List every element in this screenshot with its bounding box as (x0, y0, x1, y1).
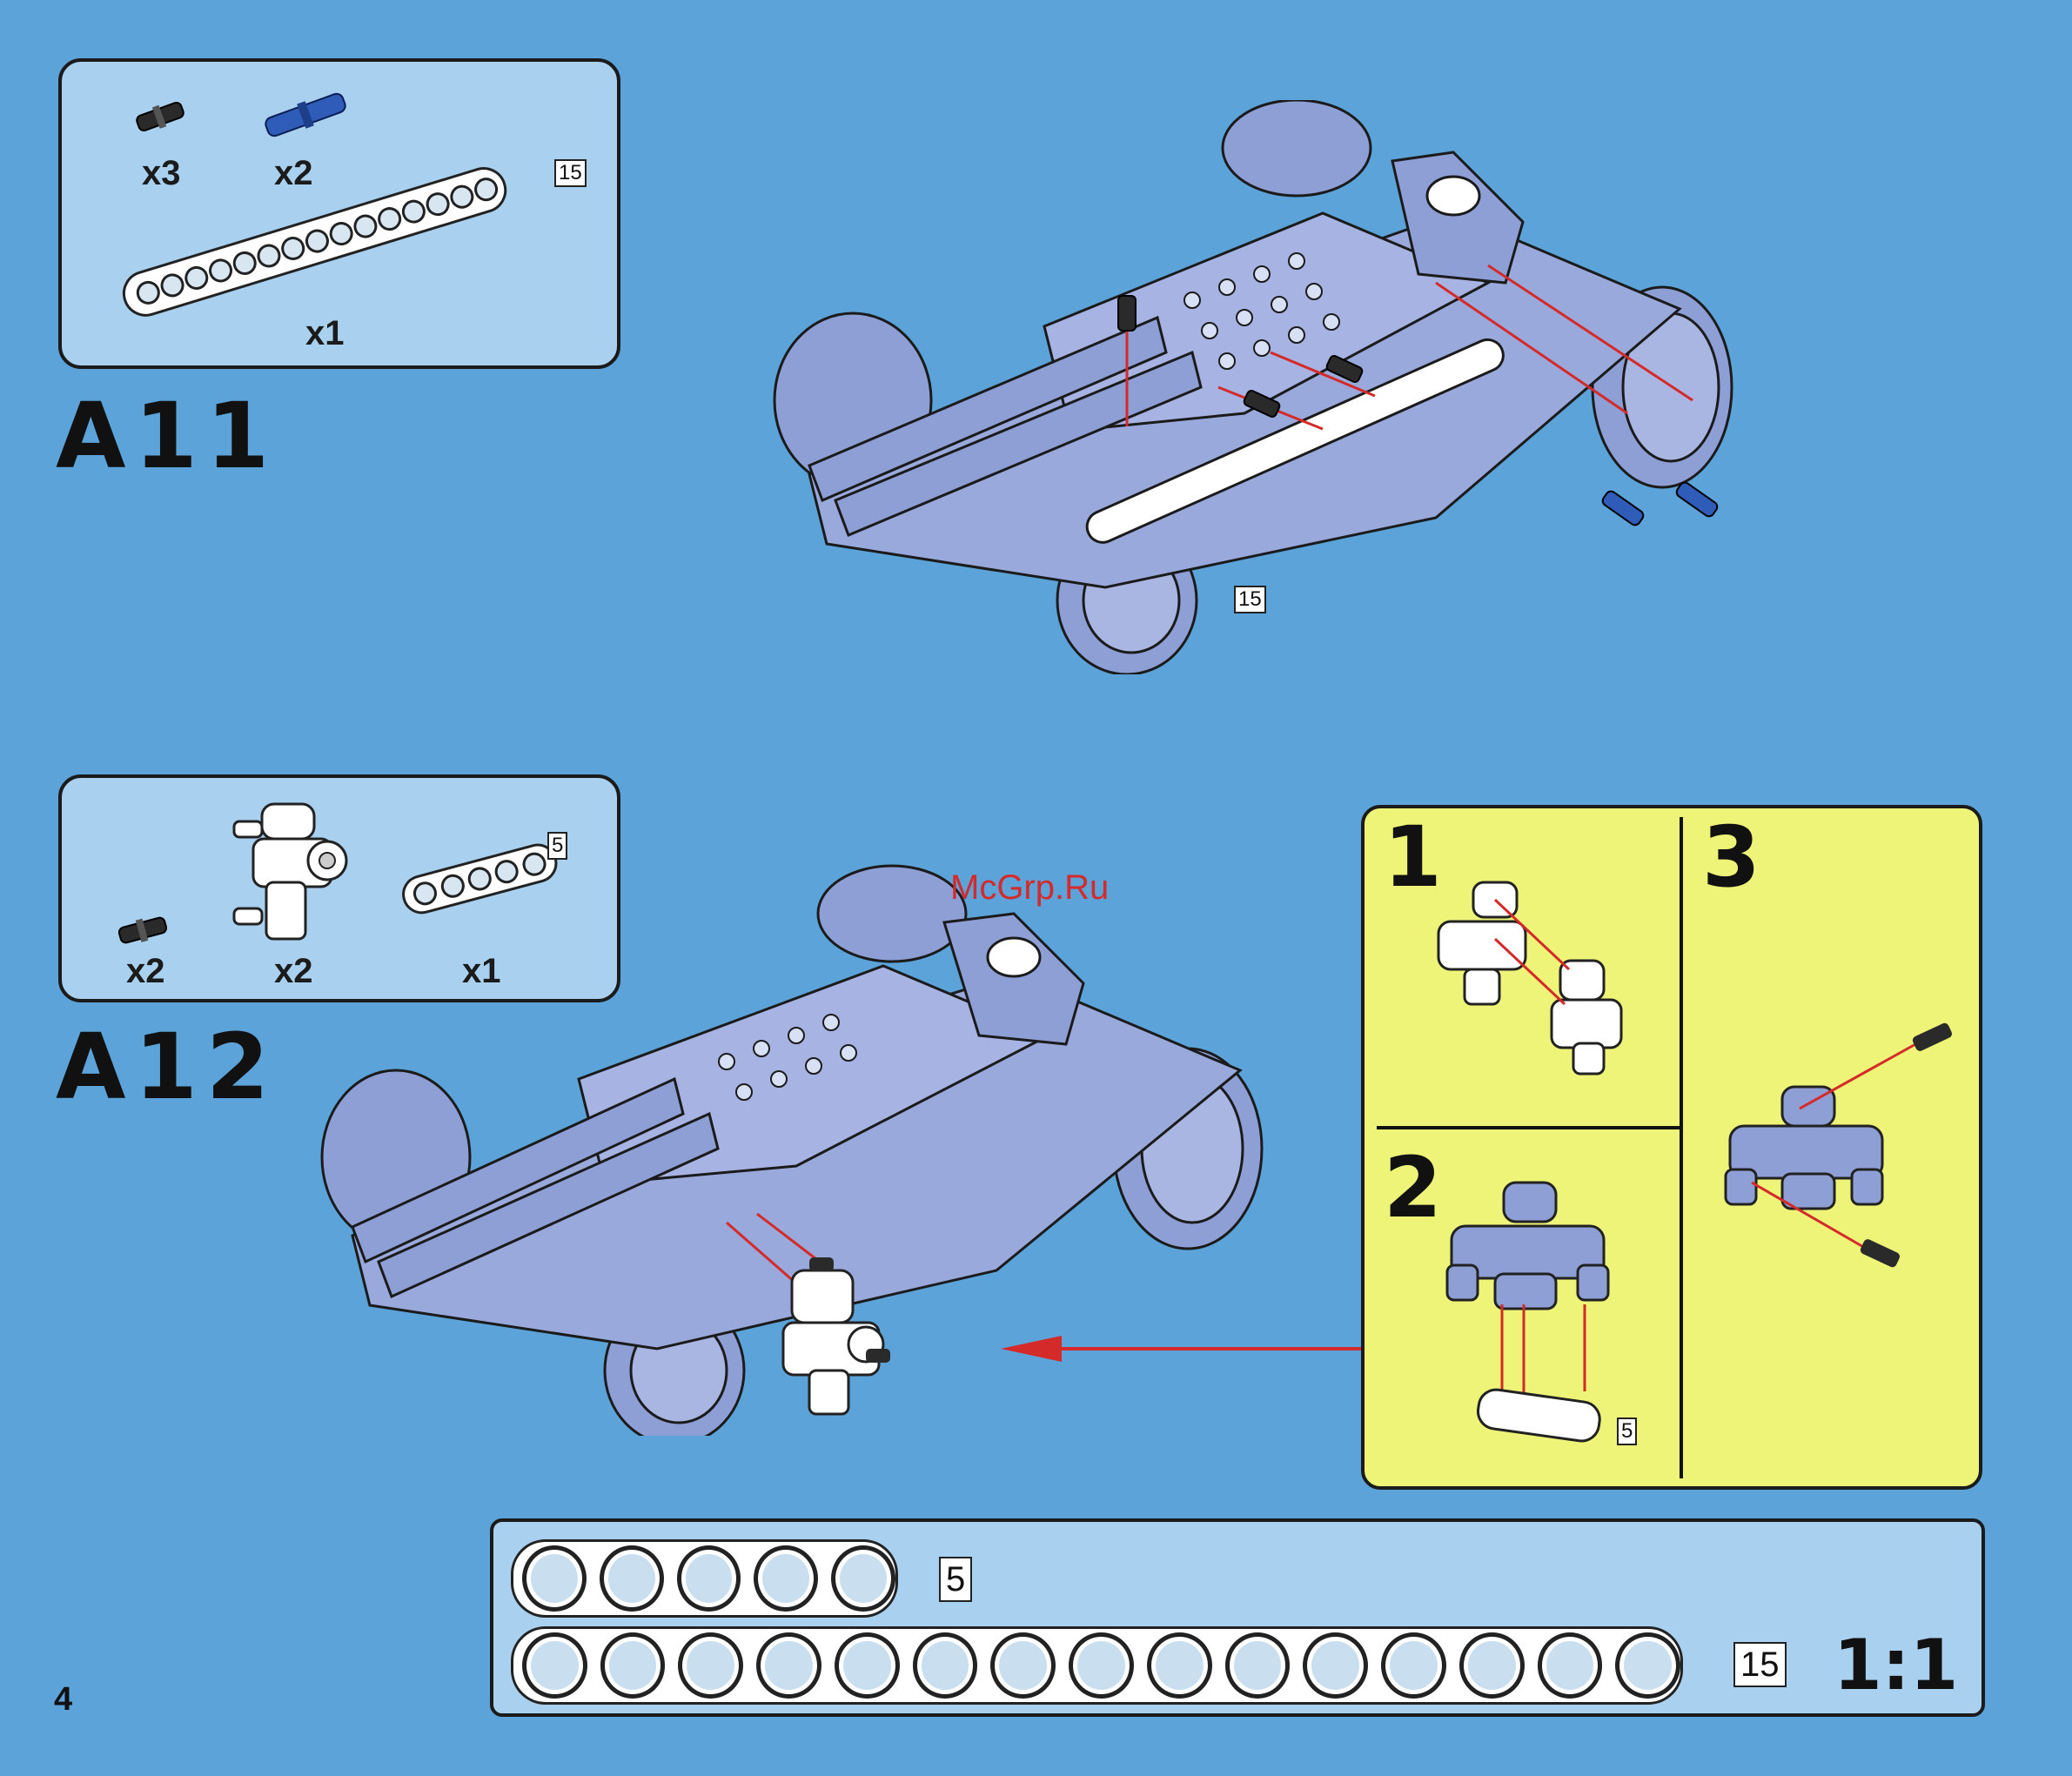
ruler-hole (600, 1545, 664, 1612)
ruler-hole (677, 1545, 741, 1612)
qty-black-pin: x2 (126, 952, 165, 991)
ruler-hole (1147, 1632, 1212, 1699)
ruler-hole (913, 1632, 978, 1699)
ruler-hole (831, 1545, 895, 1612)
blue-pin-icon (258, 84, 353, 145)
step-number-a12: A12 (56, 1014, 278, 1120)
ruler-hole (600, 1632, 666, 1699)
qty-connector-hub: x2 (274, 952, 313, 991)
substep-number-3: 3 (1702, 808, 1760, 906)
ruler-hole (754, 1545, 818, 1612)
watermark: McGrp.Ru (950, 868, 1109, 908)
substep-divider-vertical (1680, 817, 1683, 1478)
ruler-hole (1381, 1632, 1446, 1699)
substep-2-length-label: 5 (1617, 1417, 1637, 1445)
ruler-hole (1615, 1632, 1680, 1699)
black-pin-icon (112, 908, 173, 952)
assembly-beam-length-label: 15 (1234, 586, 1266, 613)
ruler-length-5: 5 (939, 1557, 972, 1602)
scale-label: 1:1 (1834, 1625, 1958, 1706)
beam-length-label: 15 (554, 159, 587, 187)
beam-length-label: 5 (547, 832, 567, 860)
ruler-hole (678, 1632, 743, 1699)
ruler-hole (1225, 1632, 1291, 1699)
ruler-hole (990, 1632, 1056, 1699)
substep-number-2: 2 (1384, 1139, 1442, 1236)
arrow-left-icon (1001, 1327, 1366, 1371)
ruler-hole (1538, 1632, 1603, 1699)
qty-beam-15: x1 (305, 314, 345, 353)
substep-divider-horizontal (1377, 1126, 1680, 1129)
ruler-hole (835, 1632, 900, 1699)
parts-panel-a11: x3 x2 15 x1 (58, 58, 620, 369)
beam-15-icon (105, 140, 523, 340)
ruler-length-15: 15 (1733, 1642, 1787, 1687)
step-number-a11: A11 (56, 383, 278, 489)
ruler-hole (522, 1545, 587, 1612)
ruler-hole (1459, 1632, 1525, 1699)
ruler-hole (522, 1632, 587, 1699)
scale-ruler: 5 15 1:1 (490, 1518, 1985, 1717)
substep-1-illustration (1412, 874, 1639, 1082)
ruler-hole (1303, 1632, 1368, 1699)
ruler-beam-15 (511, 1626, 1683, 1705)
substep-panel: 1 2 5 3 (1361, 805, 1982, 1490)
ruler-hole (756, 1632, 821, 1699)
page-number: 4 (54, 1681, 72, 1719)
black-pin-icon (130, 95, 191, 138)
ruler-hole (1069, 1632, 1134, 1699)
ruler-beam-5 (511, 1539, 898, 1618)
substep-3-illustration (1713, 1017, 1974, 1296)
